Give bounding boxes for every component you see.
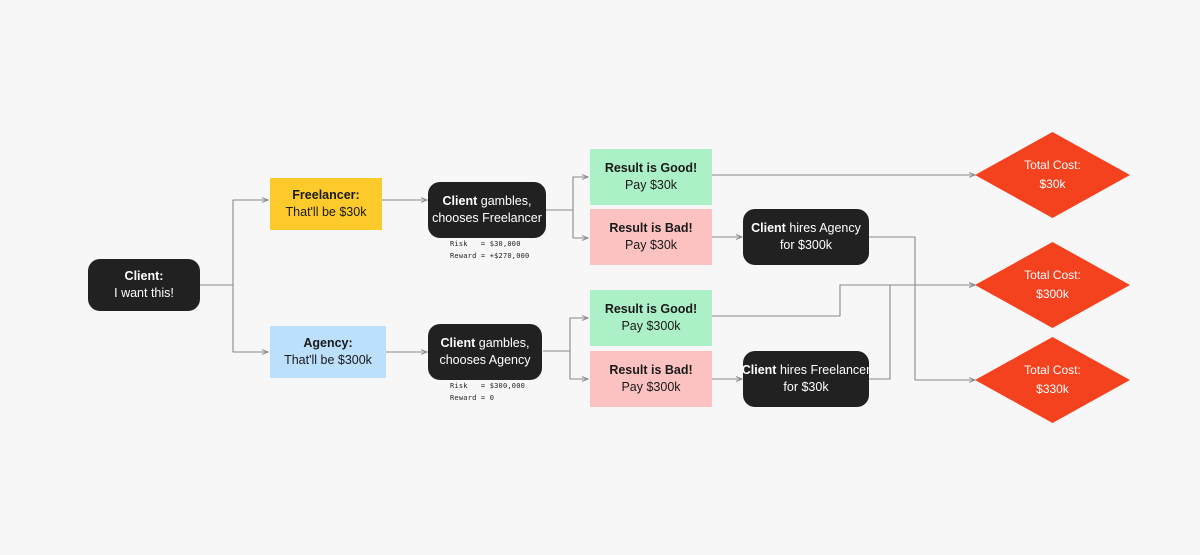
node-gamble-agency[interactable]: Client gambles, chooses Agency xyxy=(428,324,542,380)
node-result-bad-freelancer-line1: Result is Bad! xyxy=(609,221,693,235)
node-hires-agency-line2: for $300k xyxy=(779,238,833,252)
node-agency-quote-line2: That'll be $300k xyxy=(284,353,372,367)
edge-hires-freelancer-total300k xyxy=(869,285,975,380)
edge-good-a-total300k xyxy=(711,285,975,317)
node-total-cost-30k-line1: Total Cost: xyxy=(1024,158,1081,173)
annotation-freelancer-risk: Risk = $30,000 xyxy=(450,240,521,248)
edge-gamble-a-bad xyxy=(569,351,588,379)
node-total-cost-30k[interactable]: Total Cost: $30k xyxy=(975,132,1130,218)
node-client-start[interactable]: Client: I want this! xyxy=(88,259,200,311)
edge-gamble-f-bad xyxy=(572,210,588,238)
node-hires-agency[interactable]: Client hires Agency for $300k xyxy=(743,209,869,265)
node-total-cost-300k[interactable]: Total Cost: $300k xyxy=(975,242,1130,328)
annotation-agency-risk: Risk = $300,000 xyxy=(450,382,526,390)
node-result-good-agency-line1: Result is Good! xyxy=(604,302,698,316)
node-hires-freelancer-line2: for $30k xyxy=(783,380,829,394)
node-hires-freelancer[interactable]: Client hires Freelancer for $30k xyxy=(741,351,871,407)
node-freelancer-quote-line1: Freelancer: xyxy=(292,188,360,202)
node-result-good-agency[interactable]: Result is Good! Pay $300k xyxy=(590,290,712,346)
node-hires-agency-line1: Client hires Agency xyxy=(751,221,861,235)
node-total-cost-330k-line1: Total Cost: xyxy=(1024,363,1081,378)
node-gamble-freelancer-line1: Client gambles, xyxy=(442,194,532,208)
diamond-shape-icon xyxy=(975,337,1130,423)
node-hires-freelancer-line1: Client hires Freelancer xyxy=(741,363,871,377)
node-gamble-agency-line1: Client gambles, xyxy=(440,336,530,350)
node-result-good-freelancer-line2: Pay $30k xyxy=(624,178,678,192)
node-freelancer-quote[interactable]: Freelancer: That'll be $30k xyxy=(270,178,382,230)
node-result-good-agency-line2: Pay $300k xyxy=(621,319,681,333)
node-total-cost-330k-label: Total Cost: $330k xyxy=(975,337,1130,423)
diamond-shape-icon xyxy=(975,132,1130,218)
node-client-start-line1: Client: xyxy=(124,269,164,283)
edge-hires-agency-total330k xyxy=(869,236,975,380)
node-total-cost-300k-label: Total Cost: $300k xyxy=(975,242,1130,328)
edge-client-agency xyxy=(232,285,268,352)
node-result-good-freelancer[interactable]: Result is Good! Pay $30k xyxy=(590,149,712,205)
annotation-agency-reward: Reward = 0 xyxy=(450,394,495,403)
node-gamble-freelancer-line2: chooses Freelancer xyxy=(432,211,542,225)
node-result-bad-freelancer[interactable]: Result is Bad! Pay $30k xyxy=(590,209,712,265)
node-gamble-agency-line2: chooses Agency xyxy=(439,353,531,367)
edge-gamble-a-good xyxy=(569,318,588,351)
node-freelancer-quote-line2: That'll be $30k xyxy=(285,205,367,219)
node-total-cost-30k-line2: $30k xyxy=(1039,177,1066,191)
node-total-cost-300k-line2: $300k xyxy=(1036,287,1069,301)
node-total-cost-30k-label: Total Cost: $30k xyxy=(975,132,1130,218)
node-client-start-line2: I want this! xyxy=(114,286,174,300)
node-total-cost-300k-line1: Total Cost: xyxy=(1024,268,1081,283)
node-result-good-freelancer-line1: Result is Good! xyxy=(604,161,698,175)
node-total-cost-330k[interactable]: Total Cost: $330k xyxy=(975,337,1130,423)
diamond-shape-icon xyxy=(975,242,1130,328)
annotation-freelancer-reward: Reward = +$270,000 xyxy=(450,252,530,261)
node-result-bad-freelancer-line2: Pay $30k xyxy=(624,238,678,252)
node-gamble-freelancer[interactable]: Client gambles, chooses Freelancer xyxy=(428,182,546,238)
node-total-cost-330k-line2: $330k xyxy=(1036,382,1069,396)
node-result-bad-agency[interactable]: Result is Bad! Pay $300k xyxy=(590,351,712,407)
node-agency-quote[interactable]: Agency: That'll be $300k xyxy=(270,326,386,378)
node-agency-quote-line1: Agency: xyxy=(303,336,353,350)
edge-gamble-f-good xyxy=(572,177,588,210)
node-result-bad-agency-line1: Result is Bad! xyxy=(609,363,693,377)
edge-client-freelancer xyxy=(232,200,268,285)
node-result-bad-agency-line2: Pay $300k xyxy=(621,380,681,394)
